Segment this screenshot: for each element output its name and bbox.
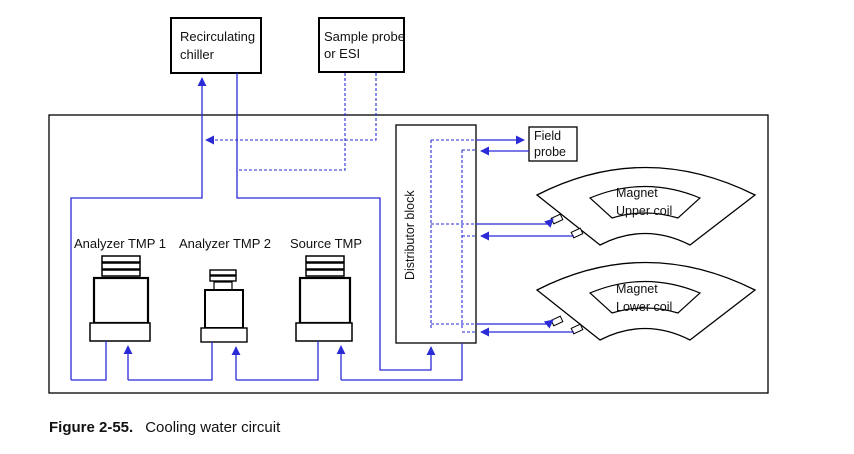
analyzer-tmp2-pump xyxy=(200,269,248,343)
source-tmp-pump xyxy=(295,255,353,342)
sample-label-line2: or ESI xyxy=(324,46,360,61)
upper-coil-label-line1: Magnet xyxy=(616,186,658,200)
field-label-line1: Field xyxy=(534,129,561,143)
analyzer-tmp2-label: Analyzer TMP 2 xyxy=(179,236,271,251)
analyzer-tmp1-label: Analyzer TMP 1 xyxy=(74,236,166,251)
lower-coil-label-line1: Magnet xyxy=(616,282,658,296)
source-tmp-label: Source TMP xyxy=(290,236,362,251)
sample-probe-box: Sample probe or ESI xyxy=(318,17,405,73)
figure-number: Figure 2-55. xyxy=(49,419,133,436)
distributor-label: Distributor block xyxy=(403,190,417,280)
upper-coil-label-line2: Upper coil xyxy=(616,204,672,218)
chiller-label-line1: Recirculating xyxy=(180,29,255,44)
coolant-dashed-lines xyxy=(205,73,476,333)
figure-caption: Figure 2-55. Cooling water circuit xyxy=(49,419,281,436)
field-probe-box: Field probe xyxy=(528,126,578,162)
distributor-block: Distributor block xyxy=(395,124,477,344)
lower-coil-label-line2: Lower coil xyxy=(616,300,672,314)
instrument-enclosure xyxy=(48,114,769,394)
magnet-lower-coil: Magnet Lower coil xyxy=(535,261,757,341)
coolant-solid-lines xyxy=(70,73,574,381)
sample-label-line1: Sample probe xyxy=(324,29,405,44)
analyzer-tmp1-pump xyxy=(89,255,151,342)
figure-title: Cooling water circuit xyxy=(145,419,281,436)
magnet-upper-coil: Magnet Upper coil xyxy=(535,166,757,246)
recirculating-chiller-box: Recirculating chiller xyxy=(170,17,262,74)
field-label-line2: probe xyxy=(534,145,566,159)
chiller-label-line2: chiller xyxy=(180,47,215,62)
